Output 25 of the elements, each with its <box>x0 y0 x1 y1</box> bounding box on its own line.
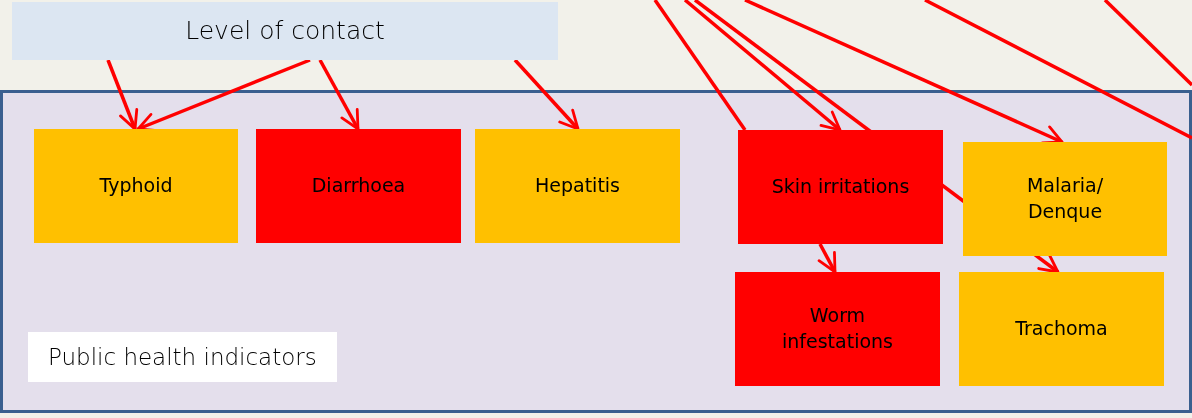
arrow <box>744 0 1064 145</box>
box-label: Typhoid <box>99 173 173 199</box>
box-label: Diarrhoea <box>311 173 406 199</box>
box-label: Hepatitis <box>534 173 620 199</box>
arrow <box>513 58 580 131</box>
arrow <box>106 59 139 131</box>
header-box <box>12 2 558 60</box>
indicator-box <box>735 272 940 386</box>
indicator-box <box>34 129 238 243</box>
arrow <box>318 59 360 131</box>
box-label: Skin irritations <box>771 174 910 200</box>
box-label: Trachoma <box>1015 316 1108 342</box>
panel-title: Public health indicators <box>28 332 337 382</box>
arrow <box>817 243 837 274</box>
indicator-panel <box>0 90 1192 413</box>
indicator-box <box>959 272 1164 386</box>
indicator-box <box>963 142 1167 256</box>
indicator-box <box>738 130 943 244</box>
box-label: Malaria/ Denque <box>1025 173 1105 224</box>
indicator-box <box>475 129 680 243</box>
box-label: Level of contact <box>185 15 385 48</box>
box-label: Worm infestations <box>781 303 894 354</box>
arrow <box>136 58 311 132</box>
arrow <box>683 0 842 132</box>
indicator-box <box>256 129 461 243</box>
